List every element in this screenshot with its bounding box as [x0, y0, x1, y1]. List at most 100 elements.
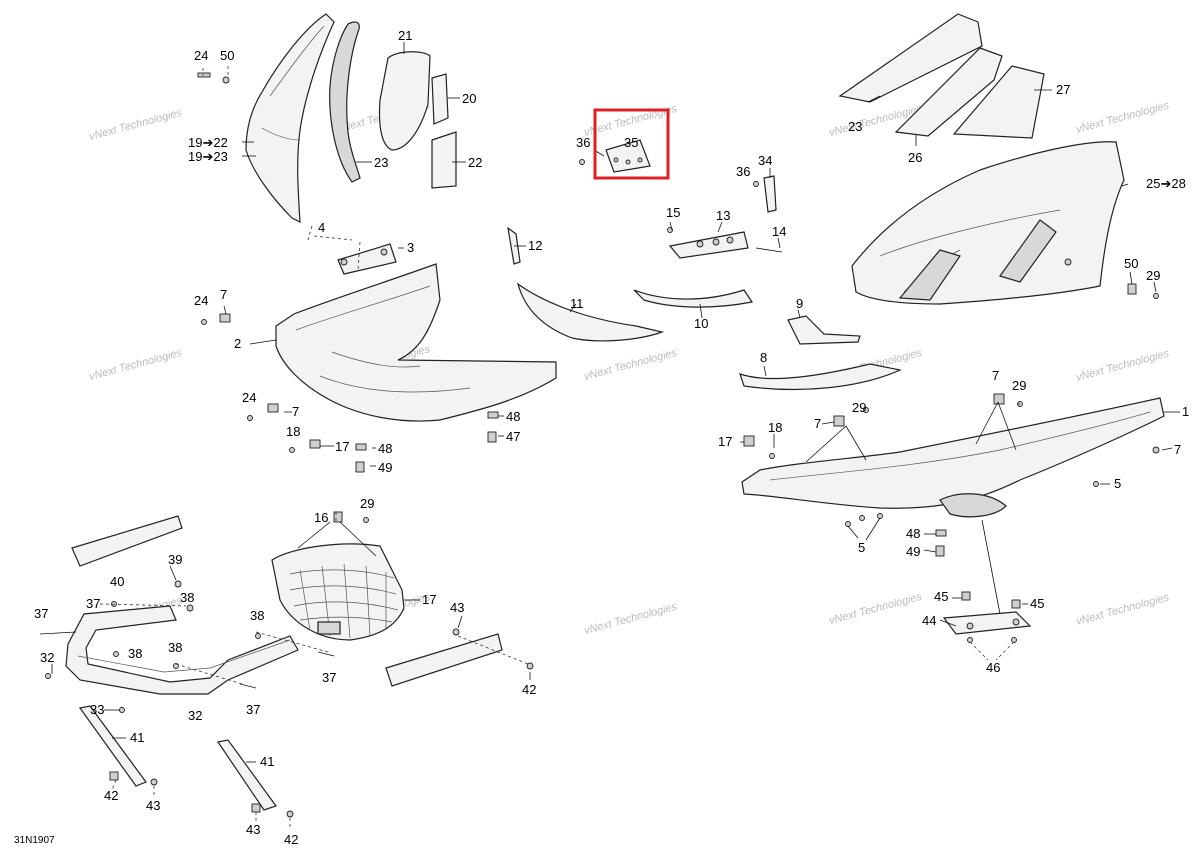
callout-5: 5 [858, 540, 865, 555]
watermark: vNext Technologies [583, 103, 679, 139]
skid-plate-assembly [942, 591, 1032, 643]
callout-36: 36 [736, 164, 750, 179]
callout-26: 26 [908, 150, 922, 165]
dash-tray-assembly [201, 226, 665, 473]
callout-41: 41 [260, 754, 274, 769]
callout-14: 14 [772, 224, 786, 239]
callout-42: 42 [284, 832, 298, 847]
watermark: vNext Technologies [1075, 99, 1171, 135]
callout-7: 7 [220, 287, 227, 302]
callout-43: 43 [246, 822, 260, 837]
callout-23: 23 [374, 155, 388, 170]
watermark: vNext Technologies [583, 601, 679, 637]
callout-2: 2 [234, 336, 241, 351]
callout-24: 24 [194, 48, 208, 63]
callout-38: 38 [250, 608, 264, 623]
callout-29: 29 [1012, 378, 1026, 393]
callout-24: 24 [242, 390, 256, 405]
callout-32: 32 [188, 708, 202, 723]
callout-48: 48 [906, 526, 920, 541]
callout-29: 29 [1146, 268, 1160, 283]
callout-48: 48 [506, 409, 520, 424]
callout-13: 13 [716, 208, 730, 223]
callout-18: 18 [286, 424, 300, 439]
callout-24: 24 [194, 293, 208, 308]
callout-9: 9 [796, 296, 803, 311]
callout-20: 20 [462, 91, 476, 106]
callout-4: 4 [318, 220, 325, 235]
callout-19-23: 19➔23 [188, 149, 228, 164]
callout-45: 45 [1030, 596, 1044, 611]
callout-43: 43 [146, 798, 160, 813]
callout-49: 49 [906, 544, 920, 559]
callout-8: 8 [760, 350, 767, 365]
callout-1: 1 [1182, 404, 1189, 419]
callout-44: 44 [922, 613, 936, 628]
callout-12: 12 [528, 238, 542, 253]
callout-33: 33 [90, 702, 104, 717]
watermark: vNext Technologies [828, 591, 924, 627]
leader-lines [51, 42, 1180, 830]
frame-rail-assembly [741, 393, 1165, 557]
watermark: vNext Technologies [1075, 347, 1171, 383]
callout-10: 10 [694, 316, 708, 331]
callout-7: 7 [992, 368, 999, 383]
callout-37: 37 [86, 596, 100, 611]
callout-17: 17 [335, 439, 349, 454]
callout-23: 23 [848, 119, 862, 134]
callout-32: 32 [40, 650, 54, 665]
front-side-panel-assembly [197, 13, 457, 224]
callout-7: 7 [292, 404, 299, 419]
callout-37: 37 [246, 702, 260, 717]
callout-5: 5 [1114, 476, 1121, 491]
callout-47: 47 [506, 429, 520, 444]
callout-37: 37 [34, 606, 48, 621]
hood-side-panel-assembly [838, 13, 1159, 305]
callout-36: 36 [576, 135, 590, 150]
callout-11: 11 [570, 296, 584, 311]
bumper-assembly [39, 515, 534, 818]
callout-34: 34 [758, 153, 772, 168]
callout-48: 48 [378, 441, 392, 456]
watermark: vNext Technologies [88, 107, 184, 143]
watermark: vNext Technologies [1075, 591, 1171, 627]
callout-40: 40 [110, 574, 124, 589]
callout-50: 50 [220, 48, 234, 63]
watermark: vNext Technologies [583, 347, 679, 383]
callout-15: 15 [666, 205, 680, 220]
callout-3: 3 [407, 240, 414, 255]
callout-35: 35 [624, 135, 638, 150]
callout-41: 41 [130, 730, 144, 745]
callout-38: 38 [128, 646, 142, 661]
callout-16: 16 [314, 510, 328, 525]
callout-labels: 24 50 21 20 19➔22 19➔23 23 22 4 3 12 24 … [34, 28, 1189, 847]
callout-25-28: 25➔28 [1146, 176, 1186, 191]
callout-42: 42 [104, 788, 118, 803]
callout-21: 21 [398, 28, 412, 43]
callout-49: 49 [378, 460, 392, 475]
callout-7: 7 [1174, 442, 1181, 457]
callout-18: 18 [768, 420, 782, 435]
watermark: vNext Technologies [88, 347, 184, 383]
highlight-box [593, 108, 670, 180]
callout-39: 39 [168, 552, 182, 567]
callout-27: 27 [1056, 82, 1070, 97]
callout-38: 38 [180, 590, 194, 605]
callout-17: 17 [718, 434, 732, 449]
callout-38: 38 [168, 640, 182, 655]
callout-19-22: 19➔22 [188, 135, 228, 150]
callout-43: 43 [450, 600, 464, 615]
callout-42: 42 [522, 682, 536, 697]
callout-29: 29 [852, 400, 866, 415]
callout-17: 17 [422, 592, 436, 607]
callout-7: 7 [814, 416, 821, 431]
grille-assembly [271, 511, 405, 641]
callout-37: 37 [322, 670, 336, 685]
callout-46: 46 [986, 660, 1000, 675]
callout-50: 50 [1124, 256, 1138, 271]
bracket-assembly [579, 139, 902, 391]
callout-29: 29 [360, 496, 374, 511]
callout-45: 45 [934, 589, 948, 604]
diagram-code: 31N1907 [14, 835, 55, 846]
